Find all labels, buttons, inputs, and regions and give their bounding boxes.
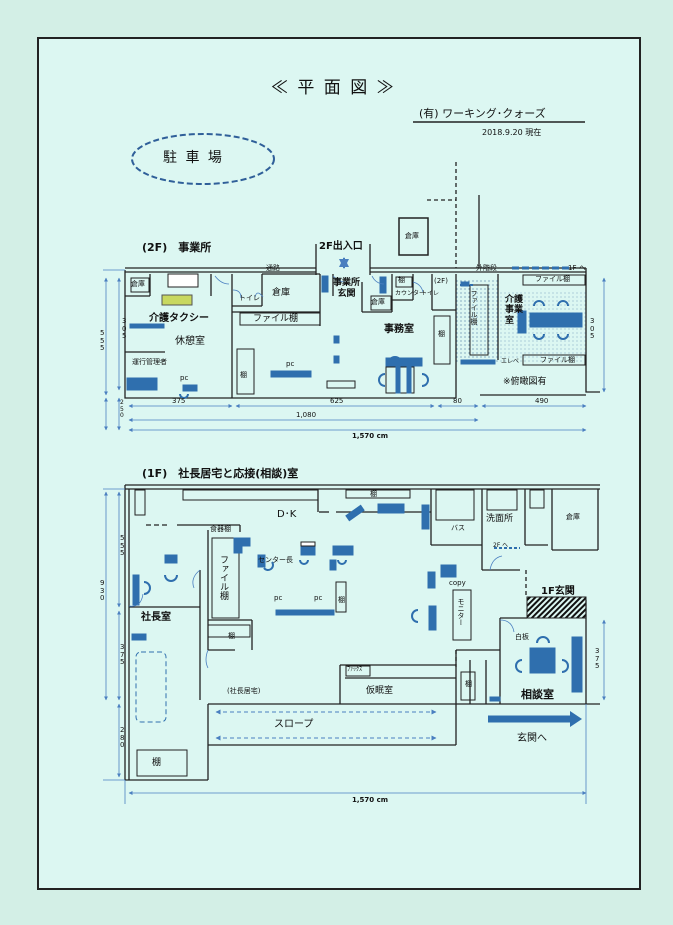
food-shelf-label: 食器棚 [210, 525, 231, 533]
storage-b-label: 倉庫 [272, 288, 291, 298]
dk-label: D･K [277, 509, 297, 520]
dim-v-930-left: 9 3 0 [100, 579, 105, 603]
to-entrance-label: 玄関へ [517, 733, 547, 744]
consult-room-label: 相談室 [521, 688, 554, 701]
dim-v-280-left: 2 8 0 [120, 726, 125, 750]
slope-label: スロープ [274, 719, 314, 730]
note-label: ※俯瞰図有 [503, 377, 547, 387]
outer-stairs-label: 外階段 [476, 264, 497, 272]
bath-label: バス [451, 524, 465, 532]
shelf-bottom-label: 棚 [152, 758, 162, 768]
storage-a-label: 倉庫 [131, 280, 145, 288]
nap-room-label: 仮眠室 [366, 686, 394, 696]
dim-625: 625 [330, 397, 344, 405]
parking-label: 駐 車 場 [163, 150, 224, 166]
care-office-label: 介護 事業 室 [505, 295, 524, 326]
washroom-label: 洗面所 [486, 514, 514, 524]
company-name: (有) ワーキング･クォーズ [419, 107, 546, 120]
label-2f: (2F) [434, 277, 448, 285]
parking-ellipse [131, 133, 275, 185]
file-shelf-1f-label: ファイル棚 [218, 555, 228, 600]
center-head-label: センター長 [258, 556, 293, 564]
file-shelf-right-label: ファイル棚 [535, 275, 570, 283]
toilet-label: トイレ [239, 294, 260, 302]
lounge-label: 休憩室 [175, 336, 205, 347]
dim-grand-1f: 1,570 cm [352, 796, 389, 804]
shelf-top-label: 棚 [370, 490, 377, 498]
dim-v-305-right: 3 0 5 [590, 317, 595, 341]
page-title: ≪ 平 面 図 ≫ [271, 78, 396, 98]
dim-v-375-left-1f: 3 7 5 [120, 643, 125, 667]
floor2-chairs [179, 300, 569, 399]
file-shelf-right2-label: ファイル棚 [540, 356, 575, 364]
floor1-heading: (1F) 社長居宅と応接(相談)室 [142, 467, 299, 480]
pc-a-label: pc [274, 594, 283, 602]
file-shelf-vertical-label: ファイル棚 [470, 290, 478, 325]
president-room-label: 社長室 [141, 612, 171, 623]
care-taxi-label: 介護タクシー [149, 313, 209, 324]
floor-plan-sheet [37, 37, 641, 890]
floor2-heading: (2F) 事業所 [142, 241, 212, 254]
dim-375: 375 [172, 397, 186, 405]
pc-b-label: pc [314, 594, 323, 602]
shelf-small-label: 棚 [398, 276, 405, 284]
floor2-entrance-label: 2F出入口 [319, 241, 363, 252]
pc2-label: pc [286, 360, 295, 368]
toilet-small-label: トイレ [421, 290, 440, 297]
counter-label: カウンター [395, 290, 426, 297]
elevator-label: エレベ [501, 358, 520, 365]
floor2-dimensions [103, 269, 606, 432]
manager-label: 運行管理者 [132, 358, 167, 366]
entrance-1f-label: 1F玄関 [541, 586, 575, 597]
dim-v-250-left: 2 5 0 [120, 399, 124, 420]
floor2-shelves [130, 274, 586, 366]
dim-v-305-left: 3 0 5 [122, 317, 127, 341]
dim-80: 80 [453, 397, 462, 405]
dim-v-555-left-1f: 5 5 5 [120, 534, 125, 558]
storage-1f-label: 倉庫 [566, 513, 580, 521]
floor1-entrance-hatch [526, 596, 587, 619]
shelf-label: 棚 [438, 330, 445, 338]
office-room-label: 事務室 [384, 324, 414, 335]
floor1-fixtures [134, 489, 545, 777]
whiteboard-label: 白板 [515, 633, 529, 641]
dim-v-375-right: 3 7 5 [595, 647, 600, 671]
dim-total: 1,080 [296, 411, 317, 419]
copy-label: copy [449, 579, 466, 587]
shelf-right-label: 棚 [465, 680, 472, 688]
fax-label: ﾌｧｯｸｽ [347, 666, 363, 673]
monitor-label: モニター [457, 598, 465, 626]
storage-small-label: 倉庫 [371, 298, 385, 306]
president-home-label: (社長居宅) [227, 687, 261, 695]
to-1f-label: 1F へ [568, 264, 586, 272]
shelf-mid-label: 棚 [338, 596, 345, 604]
shelf-small2-label: 棚 [240, 371, 247, 379]
date-label: 2018.9.20 現在 [482, 128, 542, 137]
file-shelf-label: ファイル棚 [253, 314, 299, 324]
dim-490: 490 [535, 397, 549, 405]
floor1-dimensions [103, 488, 606, 804]
to-2f-label: 2F へ [493, 542, 509, 549]
shelf-small-1f-label: 棚 [228, 632, 235, 640]
storage-top-label: 倉庫 [405, 232, 419, 240]
dim-grand-2f: 1,570 cm [352, 432, 389, 440]
dim-v-555-left: 5 5 5 [100, 329, 105, 353]
floor2-furniture [126, 273, 583, 395]
pc1-label: pc [180, 374, 189, 382]
office-entrance-label: 事業所 玄関 [333, 278, 361, 299]
floor1-furniture [131, 503, 583, 702]
corridor-label: 通路 [266, 264, 280, 272]
floor1-chairs [143, 559, 569, 673]
